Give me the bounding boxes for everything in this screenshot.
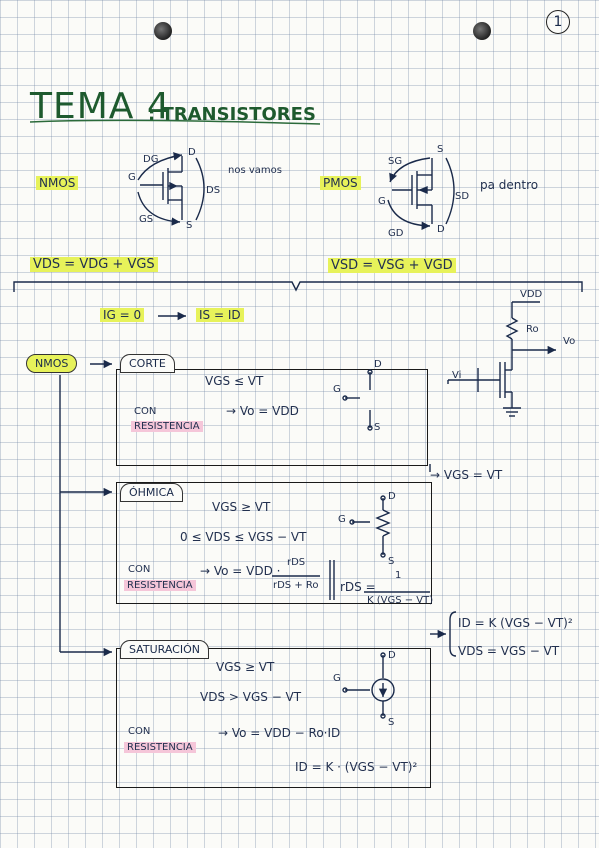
pmos-symbol-icon — [387, 157, 455, 230]
corte-con: CON — [134, 406, 157, 417]
nmos-g: G — [128, 172, 136, 183]
current-source-icon — [342, 652, 395, 719]
ohmica-box — [116, 482, 432, 604]
saturacion-con: CON — [128, 726, 151, 737]
nmos-bubble: NMOS — [26, 354, 78, 373]
nmos-gs: GS — [139, 214, 154, 225]
binder-hole — [154, 22, 172, 40]
rds-num: 1 — [395, 570, 402, 581]
pmos-g: G — [378, 196, 386, 207]
corte-box — [116, 369, 428, 466]
ohmica-s: S — [388, 556, 395, 567]
circuit-vdd: VDD — [520, 289, 543, 300]
ohmica-result: → Vo = VDD · — [200, 564, 281, 578]
pmos-equation: VSD = VSG + VGD — [328, 258, 456, 273]
circuit-vi: Vi — [452, 370, 462, 381]
nmos-ds: DS — [206, 185, 221, 196]
ohmica-frac-den: rDS + Ro — [273, 580, 319, 591]
corte-result: → Vo = VDD — [226, 404, 299, 418]
corte-resistencia: RESISTENCIA — [131, 421, 203, 432]
binder-hole — [473, 22, 491, 40]
ohmica-tab: ÓHMICA — [120, 483, 183, 502]
ohmica-condition-2: 0 ≤ VDS ≤ VGS − VT — [180, 530, 307, 544]
circuit-ro: Ro — [526, 324, 539, 335]
circuit-vo: Vo — [563, 336, 576, 347]
corte-tab: CORTE — [120, 354, 175, 373]
rds-den: K (VGS − VT) — [367, 595, 434, 606]
page-subtitle: : TRANSISTORES — [148, 104, 316, 125]
nmos-label: NMOS — [36, 176, 79, 190]
corte-condition: VGS ≤ VT — [205, 374, 264, 388]
pmos-sg: SG — [388, 156, 403, 167]
saturation-current-eq: ID = K (VGS − VT)² — [458, 616, 573, 630]
pmos-s: S — [437, 144, 444, 155]
ohmica-resistencia: RESISTENCIA — [124, 580, 196, 591]
corte-d: D — [374, 359, 382, 370]
saturacion-condition-1: VGS ≥ VT — [216, 660, 275, 674]
rds-label: rDS = — [340, 580, 376, 594]
nmos-dg: DG — [143, 154, 159, 165]
saturacion-s: S — [388, 717, 395, 728]
saturacion-condition-2: VDS > VGS − VT — [200, 690, 302, 704]
common-source-circuit-icon — [447, 301, 556, 417]
saturacion-box — [116, 648, 431, 788]
saturacion-result: → Vo = VDD − Ro·ID — [218, 726, 341, 740]
saturacion-resistencia: RESISTENCIA — [124, 742, 196, 753]
corte-g: G — [333, 384, 341, 395]
ohmica-condition-1: VGS ≥ VT — [212, 500, 271, 514]
source-drain-current-rule: IS = ID — [196, 308, 244, 322]
pmos-note: pa dentro — [480, 178, 539, 192]
nmos-symbol-icon — [137, 152, 205, 226]
ohmica-d: D — [388, 491, 396, 502]
pmos-gd: GD — [388, 228, 404, 239]
pmos-label: PMOS — [320, 176, 361, 190]
pmos-sd: SD — [455, 191, 470, 202]
gate-current-rule: IG = 0 — [100, 308, 145, 322]
saturacion-tab: SATURACIÓN — [120, 640, 209, 659]
nmos-equation: VDS = VDG + VGS — [30, 257, 158, 272]
open-switch-icon — [342, 369, 373, 431]
nmos-d: D — [188, 147, 196, 158]
pmos-d: D — [437, 224, 445, 235]
ohmica-con: CON — [128, 564, 151, 575]
saturacion-id-eq: ID = K · (VGS − VT)² — [295, 760, 418, 774]
page-number: 1 — [546, 10, 570, 34]
saturation-vds-eq: VDS = VGS − VT — [458, 644, 560, 658]
ohmica-frac-num: rDS — [287, 557, 306, 568]
saturacion-g: G — [333, 673, 341, 684]
resistor-icon — [349, 495, 391, 558]
nmos-s: S — [186, 220, 193, 231]
saturacion-d: D — [388, 650, 396, 661]
nmos-note: nos vamos — [228, 165, 282, 176]
corte-s: S — [374, 422, 381, 433]
ohmica-g: G — [338, 514, 346, 525]
threshold-note: → VGS = VT — [430, 468, 503, 482]
